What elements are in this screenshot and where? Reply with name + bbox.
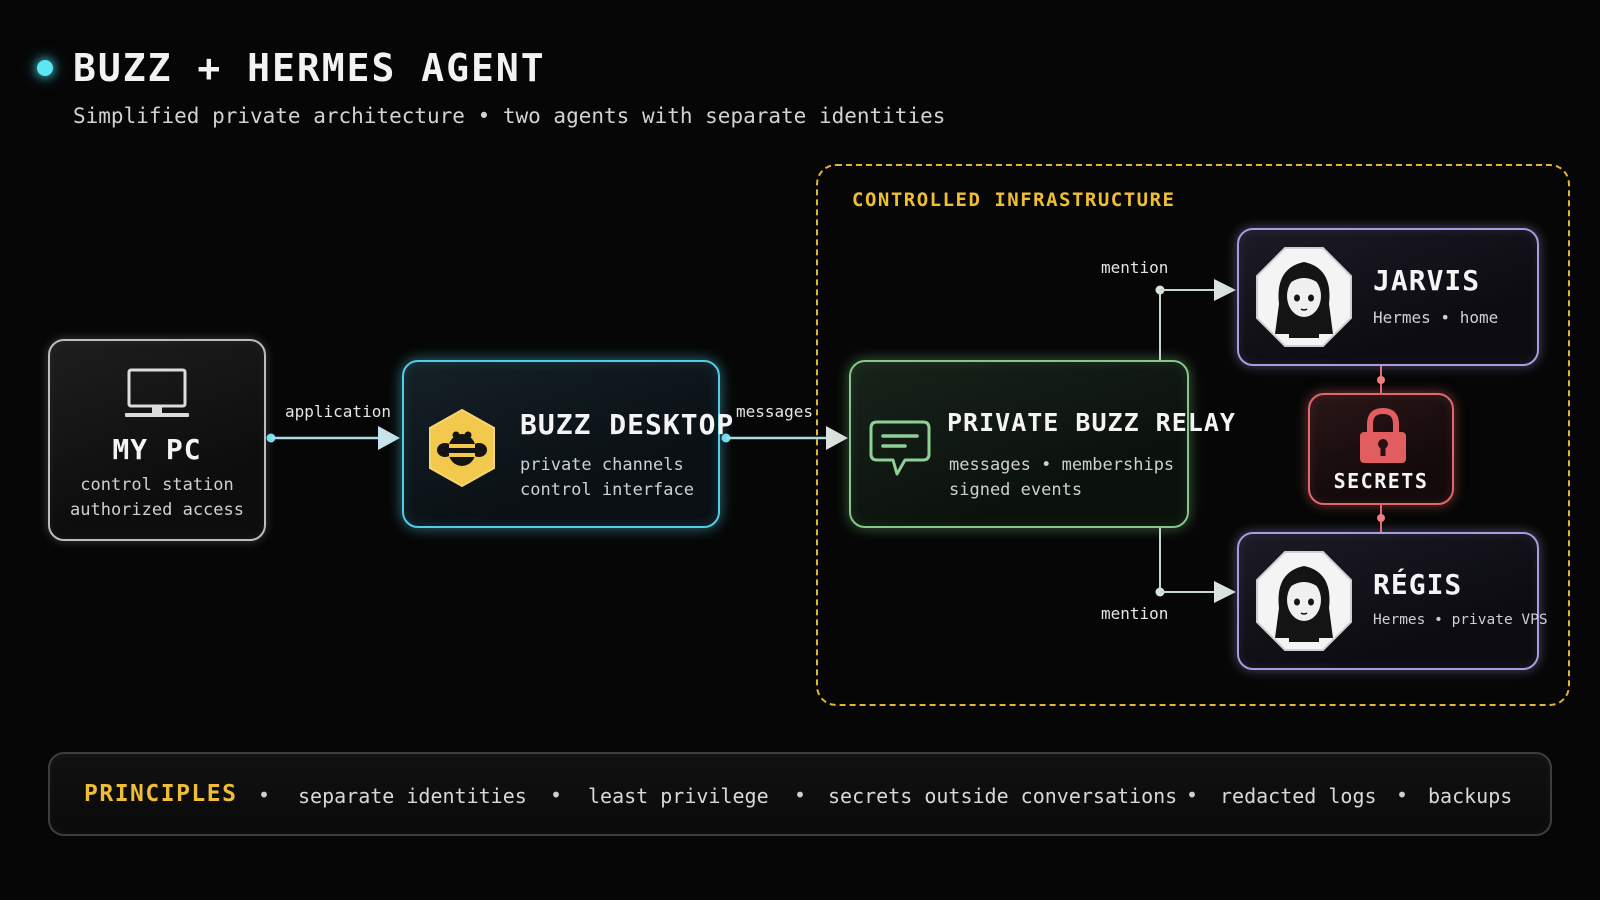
node-secrets[interactable]: SECRETS [1308,393,1454,505]
anime-avatar-icon [1256,551,1352,651]
principle-item: secrets outside conversations [828,784,1178,808]
edge-label-mention-bottom: mention [1101,604,1169,623]
principles-separator: • [1396,783,1409,807]
monitor-icon [125,368,189,417]
header-bullet-dot [37,60,53,76]
padlock-icon [1360,407,1406,463]
application-edge-arrowhead [378,426,400,450]
node-private-buzz-relay-title: PRIVATE BUZZ RELAY [947,408,1236,437]
controlled-infrastructure-label: CONTROLLED INFRASTRUCTURE [852,189,1176,211]
node-private-buzz-relay[interactable]: PRIVATE BUZZ RELAY messages • membership… [849,360,1235,528]
node-buzz-desktop-line-1: private channels [520,455,684,475]
node-my-pc[interactable]: MY PC control station authorized access [48,339,266,541]
mention-bottom-arrowhead [1214,581,1236,603]
principles-title: PRINCIPLES [84,781,238,807]
page-title: BUZZ + HERMES AGENT [73,46,546,90]
node-regis[interactable]: RÉGIS Hermes • private VPS [1237,532,1548,670]
mention-top-arrowhead [1214,279,1236,301]
edge-label-messages: messages [736,402,814,421]
node-my-pc-title: MY PC [112,433,202,466]
principle-item: redacted logs [1220,784,1377,808]
controlled-infrastructure-boundary [816,164,1570,706]
node-jarvis-title: JARVIS [1373,264,1481,297]
node-private-buzz-relay-line-1: messages • memberships [949,455,1175,475]
principles-separator: • [258,783,271,807]
node-buzz-desktop[interactable]: BUZZ DESKTOP private channels control in… [402,360,733,528]
node-jarvis[interactable]: JARVIS Hermes • home [1237,228,1539,366]
principle-item: separate identities [298,784,527,808]
node-jarvis-subtitle: Hermes • home [1373,308,1499,327]
principles-separator: • [1186,783,1199,807]
bee-icon [429,408,495,488]
principle-item: least privilege [588,784,769,808]
node-regis-subtitle: Hermes • private VPS [1373,612,1548,628]
edge-label-application: application [285,402,391,421]
node-private-buzz-relay-line-2: signed events [949,480,1083,500]
chat-bubble-icon [869,420,931,476]
principle-item: backups [1428,784,1513,808]
node-regis-title: RÉGIS [1373,568,1463,601]
edge-label-mention-top: mention [1101,258,1169,277]
messages-edge-arrowhead [826,426,848,450]
node-secrets-title: SECRETS [1333,469,1429,493]
page-subtitle: Simplified private architecture • two ag… [73,104,946,128]
secrets-link-top-dot [1377,376,1385,384]
principles-bar: PRINCIPLES • separate identities • least… [48,752,1552,836]
secrets-link-bottom-dot [1377,514,1385,522]
node-my-pc-line-1: control station [80,475,234,495]
principles-separator: • [550,783,563,807]
node-my-pc-line-2: authorized access [70,500,244,520]
principles-separator: • [794,783,807,807]
node-buzz-desktop-line-2: control interface [520,480,694,500]
node-buzz-desktop-title: BUZZ DESKTOP [520,408,735,441]
anime-avatar-icon [1256,247,1352,347]
